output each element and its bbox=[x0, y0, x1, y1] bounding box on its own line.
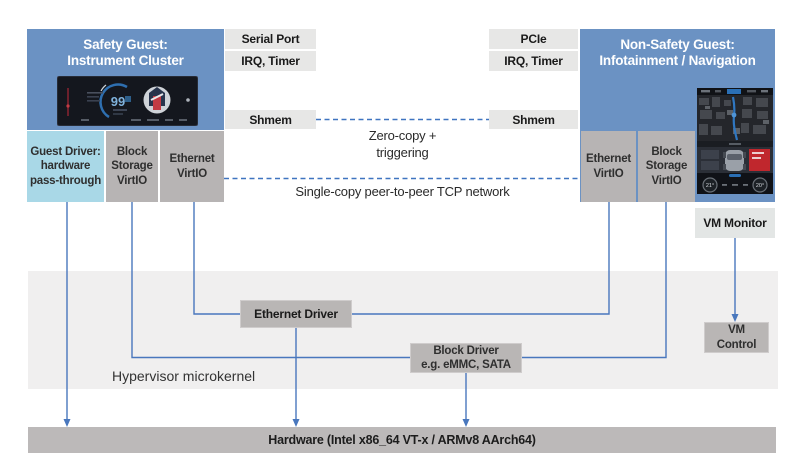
ethernet-virtio-left-box: Ethernet VirtIO bbox=[160, 131, 224, 202]
zero-copy-line1: Zero-copy + bbox=[368, 128, 437, 143]
zero-copy-annotation: Zero-copy + triggering bbox=[320, 127, 485, 161]
vm-control-line2: Control bbox=[716, 338, 757, 351]
vm-control-line1: VM bbox=[728, 324, 745, 336]
serial-port-box: Serial Port bbox=[225, 29, 316, 49]
ethernet-driver-label: Ethernet Driver bbox=[254, 307, 338, 321]
ethernet-left-line1: Ethernet bbox=[169, 153, 215, 165]
shmem-right-box: Shmem bbox=[489, 110, 578, 129]
block-storage-left-line3: VirtIO bbox=[117, 174, 147, 187]
ethernet-right-line2: VirtIO bbox=[593, 167, 624, 180]
ethernet-driver-box: Ethernet Driver bbox=[240, 300, 352, 328]
pcie-box: PCIe bbox=[489, 29, 578, 49]
shmem-left-label: Shmem bbox=[249, 112, 292, 127]
block-driver-box: Block Driver e.g. eMMC, SATA bbox=[410, 343, 522, 373]
guest-driver-pass-through-box: Guest Driver: hardware pass-through bbox=[27, 131, 104, 202]
hardware-band: Hardware (Intel x86_64 VT-x / ARMv8 AArc… bbox=[28, 427, 776, 453]
block-driver-line1: Block Driver bbox=[433, 344, 499, 357]
non-safety-guest-title-line2: Infotainment / Navigation bbox=[599, 53, 756, 68]
block-storage-left-line2: Storage bbox=[111, 160, 153, 173]
guest-driver-label-line2: hardware bbox=[40, 160, 91, 173]
block-storage-left-line1: Block bbox=[116, 145, 148, 158]
non-safety-guest-title-line1: Non-Safety Guest: bbox=[620, 37, 735, 52]
block-storage-right-line3: VirtIO bbox=[651, 174, 682, 187]
shmem-right-label: Shmem bbox=[512, 112, 555, 127]
safety-guest-title-line2: Instrument Cluster bbox=[67, 53, 184, 68]
hypervisor-microkernel-label: Hypervisor microkernel bbox=[112, 368, 256, 384]
shmem-left-box: Shmem bbox=[225, 110, 316, 129]
block-storage-right-line1: Block bbox=[651, 145, 682, 158]
infotainment-temp-left: 21° bbox=[706, 183, 714, 189]
guest-driver-label-line1: Guest Driver: bbox=[30, 145, 101, 158]
safety-guest-title-line1: Safety Guest: bbox=[83, 37, 168, 52]
ethernet-virtio-right-box: Ethernet VirtIO bbox=[581, 131, 636, 202]
block-storage-virtio-right-box: Block Storage VirtIO bbox=[638, 131, 695, 202]
irq-timer-left-label: IRQ, Timer bbox=[241, 54, 300, 68]
vm-control-box: VM Control bbox=[704, 322, 769, 353]
vm-monitor-label: VM Monitor bbox=[703, 216, 767, 230]
ethernet-left-line2: VirtIO bbox=[177, 167, 207, 180]
irq-timer-left-box: IRQ, Timer bbox=[225, 51, 316, 71]
block-driver-line2: e.g. eMMC, SATA bbox=[421, 359, 511, 371]
infotainment-image: 21° 20° bbox=[697, 88, 773, 194]
vm-monitor-box: VM Monitor bbox=[695, 208, 775, 238]
serial-port-label: Serial Port bbox=[241, 32, 300, 46]
block-storage-virtio-left-box: Block Storage VirtIO bbox=[106, 131, 158, 202]
irq-timer-right-label: IRQ, Timer bbox=[504, 54, 563, 68]
zero-copy-line2: triggering bbox=[376, 145, 429, 160]
cluster-speed-value: 99 bbox=[111, 94, 125, 109]
instrument-cluster-image: 99 bbox=[57, 76, 198, 126]
hardware-label: Hardware (Intel x86_64 VT-x / ARMv8 AArc… bbox=[268, 433, 536, 447]
guest-driver-label-line3: pass-through bbox=[29, 174, 102, 187]
pcie-label: PCIe bbox=[520, 32, 547, 46]
block-storage-right-line2: Storage bbox=[645, 160, 688, 173]
irq-timer-right-box: IRQ, Timer bbox=[489, 51, 578, 71]
infotainment-temp-right: 20° bbox=[756, 183, 764, 189]
ethernet-right-line1: Ethernet bbox=[585, 153, 632, 165]
single-copy-annotation: Single-copy peer-to-peer TCP network bbox=[295, 184, 510, 199]
